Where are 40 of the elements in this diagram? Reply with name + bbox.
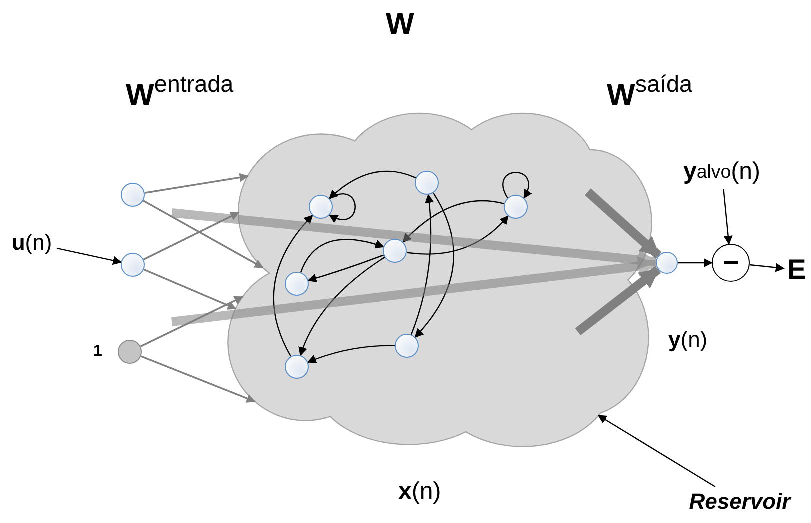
- weight-arrow: [584, 188, 662, 259]
- weight-label: W$^{entrada}$: [126, 71, 234, 113]
- self-loop-arrow: [502, 172, 532, 200]
- arrow: [300, 239, 385, 273]
- arrow: [328, 170, 416, 200]
- leader-line: [140, 296, 244, 348]
- leader-line: [144, 173, 249, 194]
- bias-neuron-circle: [118, 340, 142, 364]
- arrow: [299, 256, 386, 356]
- arrow: [402, 200, 505, 243]
- arrow: [307, 345, 395, 364]
- leader-line: [140, 356, 256, 403]
- arrow: [678, 258, 713, 268]
- self-loop-arrow: [328, 194, 356, 223]
- leader-line: [143, 212, 240, 260]
- leader-line: [143, 200, 264, 269]
- state-label: x(n): [398, 478, 442, 506]
- weight-arrow: [575, 266, 662, 336]
- arrow: [56, 248, 122, 266]
- weight-label: W: [386, 8, 414, 42]
- reservoir-label: Reservoir: [688, 487, 792, 517]
- weight-arrow: [171, 256, 658, 326]
- output-signal-label: y(n): [668, 327, 708, 353]
- input-neuron-circle: [121, 253, 145, 277]
- arrow: [750, 263, 785, 272]
- bias-value-label: 1: [94, 343, 102, 361]
- arrow: [406, 216, 509, 255]
- arrow: [308, 254, 384, 283]
- leader-line: [598, 415, 716, 488]
- output-neuron-circle: [656, 252, 678, 274]
- arrow: [410, 194, 434, 336]
- error-label: E: [784, 253, 810, 287]
- weight-label: W$^{saída}$: [607, 71, 693, 113]
- arrow: [414, 192, 454, 338]
- arrow: [273, 214, 314, 357]
- arrow: [723, 188, 733, 245]
- input-signal-label: u(n): [7, 229, 57, 257]
- leader-line: [144, 268, 237, 310]
- subtraction-circle: −: [712, 244, 750, 282]
- input-neuron-circle: [121, 183, 145, 207]
